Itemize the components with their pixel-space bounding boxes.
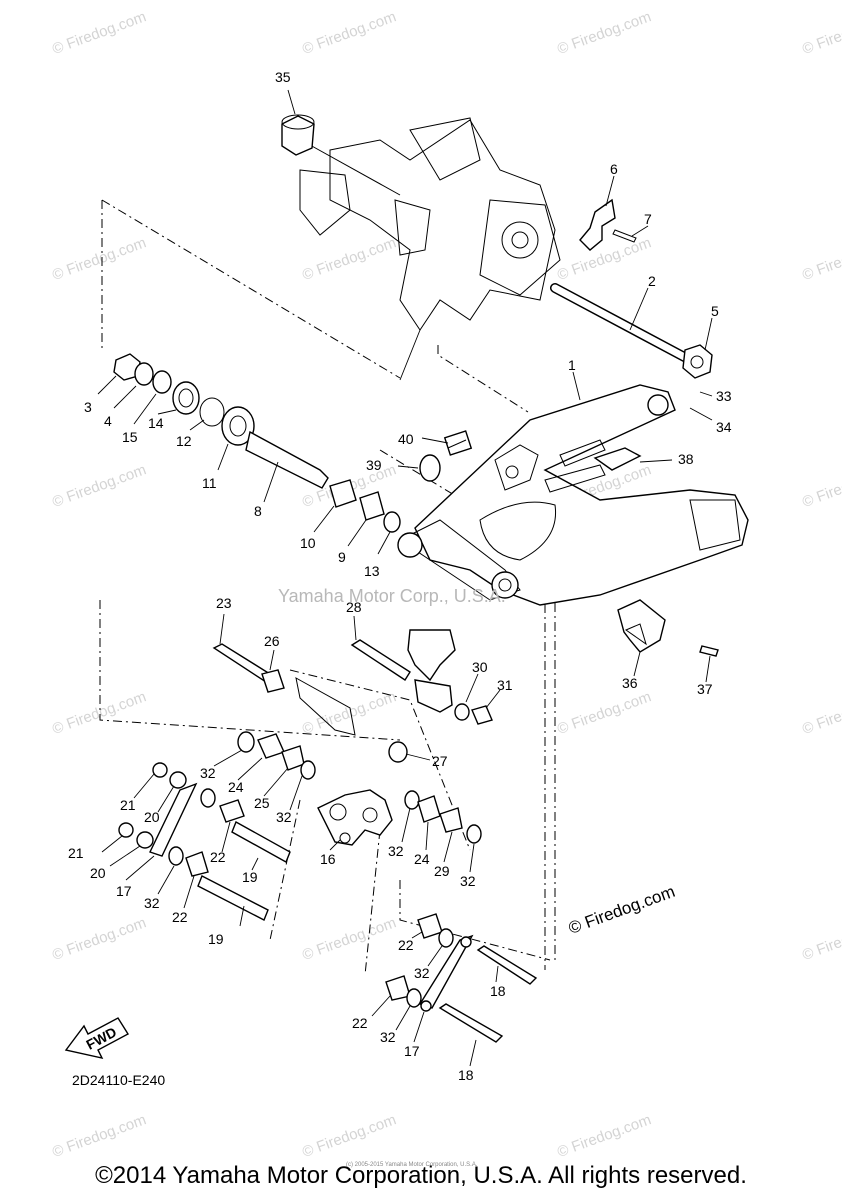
- callout-19: 19: [242, 869, 258, 885]
- callout-21: 21: [68, 845, 84, 861]
- callout-22: 22: [210, 849, 226, 865]
- callout-14: 14: [148, 415, 164, 431]
- pivot-shaft: [550, 283, 713, 379]
- yamaha-watermark: Yamaha Motor Corp., U.S.A.: [278, 586, 506, 606]
- callout-13: 13: [364, 563, 380, 579]
- leader-lines: [97, 175, 713, 1067]
- swing-arm: [397, 384, 749, 606]
- callout-17: 17: [116, 883, 132, 899]
- relay-arm-group: [118, 731, 393, 921]
- callout-32: 32: [276, 809, 292, 825]
- callout-numbers: 35 6 7 2 5 1 33 34 40 38 39 3 4 15 14 12…: [68, 69, 732, 1083]
- callout-1: 1: [568, 357, 576, 373]
- callout-37: 37: [697, 681, 713, 697]
- callout-32: 32: [414, 965, 430, 981]
- callout-12: 12: [176, 433, 192, 449]
- callout-18: 18: [458, 1067, 474, 1083]
- frame-section: [299, 117, 561, 381]
- diagram-code: 2D24110-E240: [72, 1072, 166, 1088]
- callout-25: 25: [254, 795, 270, 811]
- callout-32: 32: [380, 1029, 396, 1045]
- shock-mount: [212, 629, 493, 763]
- callout-33: 33: [716, 388, 732, 404]
- callout-26: 26: [264, 633, 280, 649]
- callout-3: 3: [84, 399, 92, 415]
- connecting-rod-group: [385, 913, 538, 1043]
- pivot-bearing-stack: [113, 353, 401, 533]
- callout-38: 38: [678, 451, 694, 467]
- callout-6: 6: [610, 161, 618, 177]
- callout-2: 2: [648, 273, 656, 289]
- callout-28: 28: [346, 599, 362, 615]
- callout-40: 40: [398, 431, 414, 447]
- callout-8: 8: [254, 503, 262, 519]
- callout-31: 31: [497, 677, 513, 693]
- callout-24: 24: [228, 779, 244, 795]
- callout-11: 11: [202, 475, 217, 491]
- small-copyright-note: (c) 2005-2015 Yamaha Motor Corporation, …: [346, 1162, 478, 1168]
- callout-19: 19: [208, 931, 224, 947]
- callout-24: 24: [414, 851, 430, 867]
- assembly-reference-lines: [99, 199, 556, 976]
- fwd-arrow-icon: FWD: [64, 1017, 129, 1060]
- chain-guide: [617, 599, 719, 657]
- callout-35: 35: [275, 69, 291, 85]
- bracket-and-bolt: [579, 198, 637, 251]
- callout-20: 20: [90, 865, 106, 881]
- callout-36: 36: [622, 675, 638, 691]
- copyright-footer: ©2014 Yamaha Motor Corporation, U.S.A. A…: [95, 1162, 747, 1189]
- callout-10: 10: [300, 535, 316, 551]
- callout-21: 21: [120, 797, 136, 813]
- callout-32: 32: [388, 843, 404, 859]
- callout-17: 17: [404, 1043, 420, 1059]
- callout-16: 16: [320, 851, 336, 867]
- callout-18: 18: [490, 983, 506, 999]
- callout-15: 15: [122, 429, 138, 445]
- cap-35: [281, 89, 315, 156]
- callout-4: 4: [104, 413, 112, 429]
- callout-30: 30: [472, 659, 488, 675]
- callout-32: 32: [460, 873, 476, 889]
- pad-collar-label: [419, 430, 642, 482]
- callout-23: 23: [216, 595, 232, 611]
- callout-7: 7: [644, 211, 652, 227]
- callout-22: 22: [352, 1015, 368, 1031]
- callout-29: 29: [434, 863, 450, 879]
- callout-32: 32: [200, 765, 216, 781]
- callout-22: 22: [172, 909, 188, 925]
- callout-32: 32: [144, 895, 160, 911]
- callout-9: 9: [338, 549, 346, 565]
- callout-22: 22: [398, 937, 414, 953]
- callout-34: 34: [716, 419, 732, 435]
- callout-27: 27: [432, 753, 448, 769]
- callout-5: 5: [711, 303, 719, 319]
- relay-right-bearings: [404, 790, 482, 844]
- callout-20: 20: [144, 809, 160, 825]
- callout-39: 39: [366, 457, 382, 473]
